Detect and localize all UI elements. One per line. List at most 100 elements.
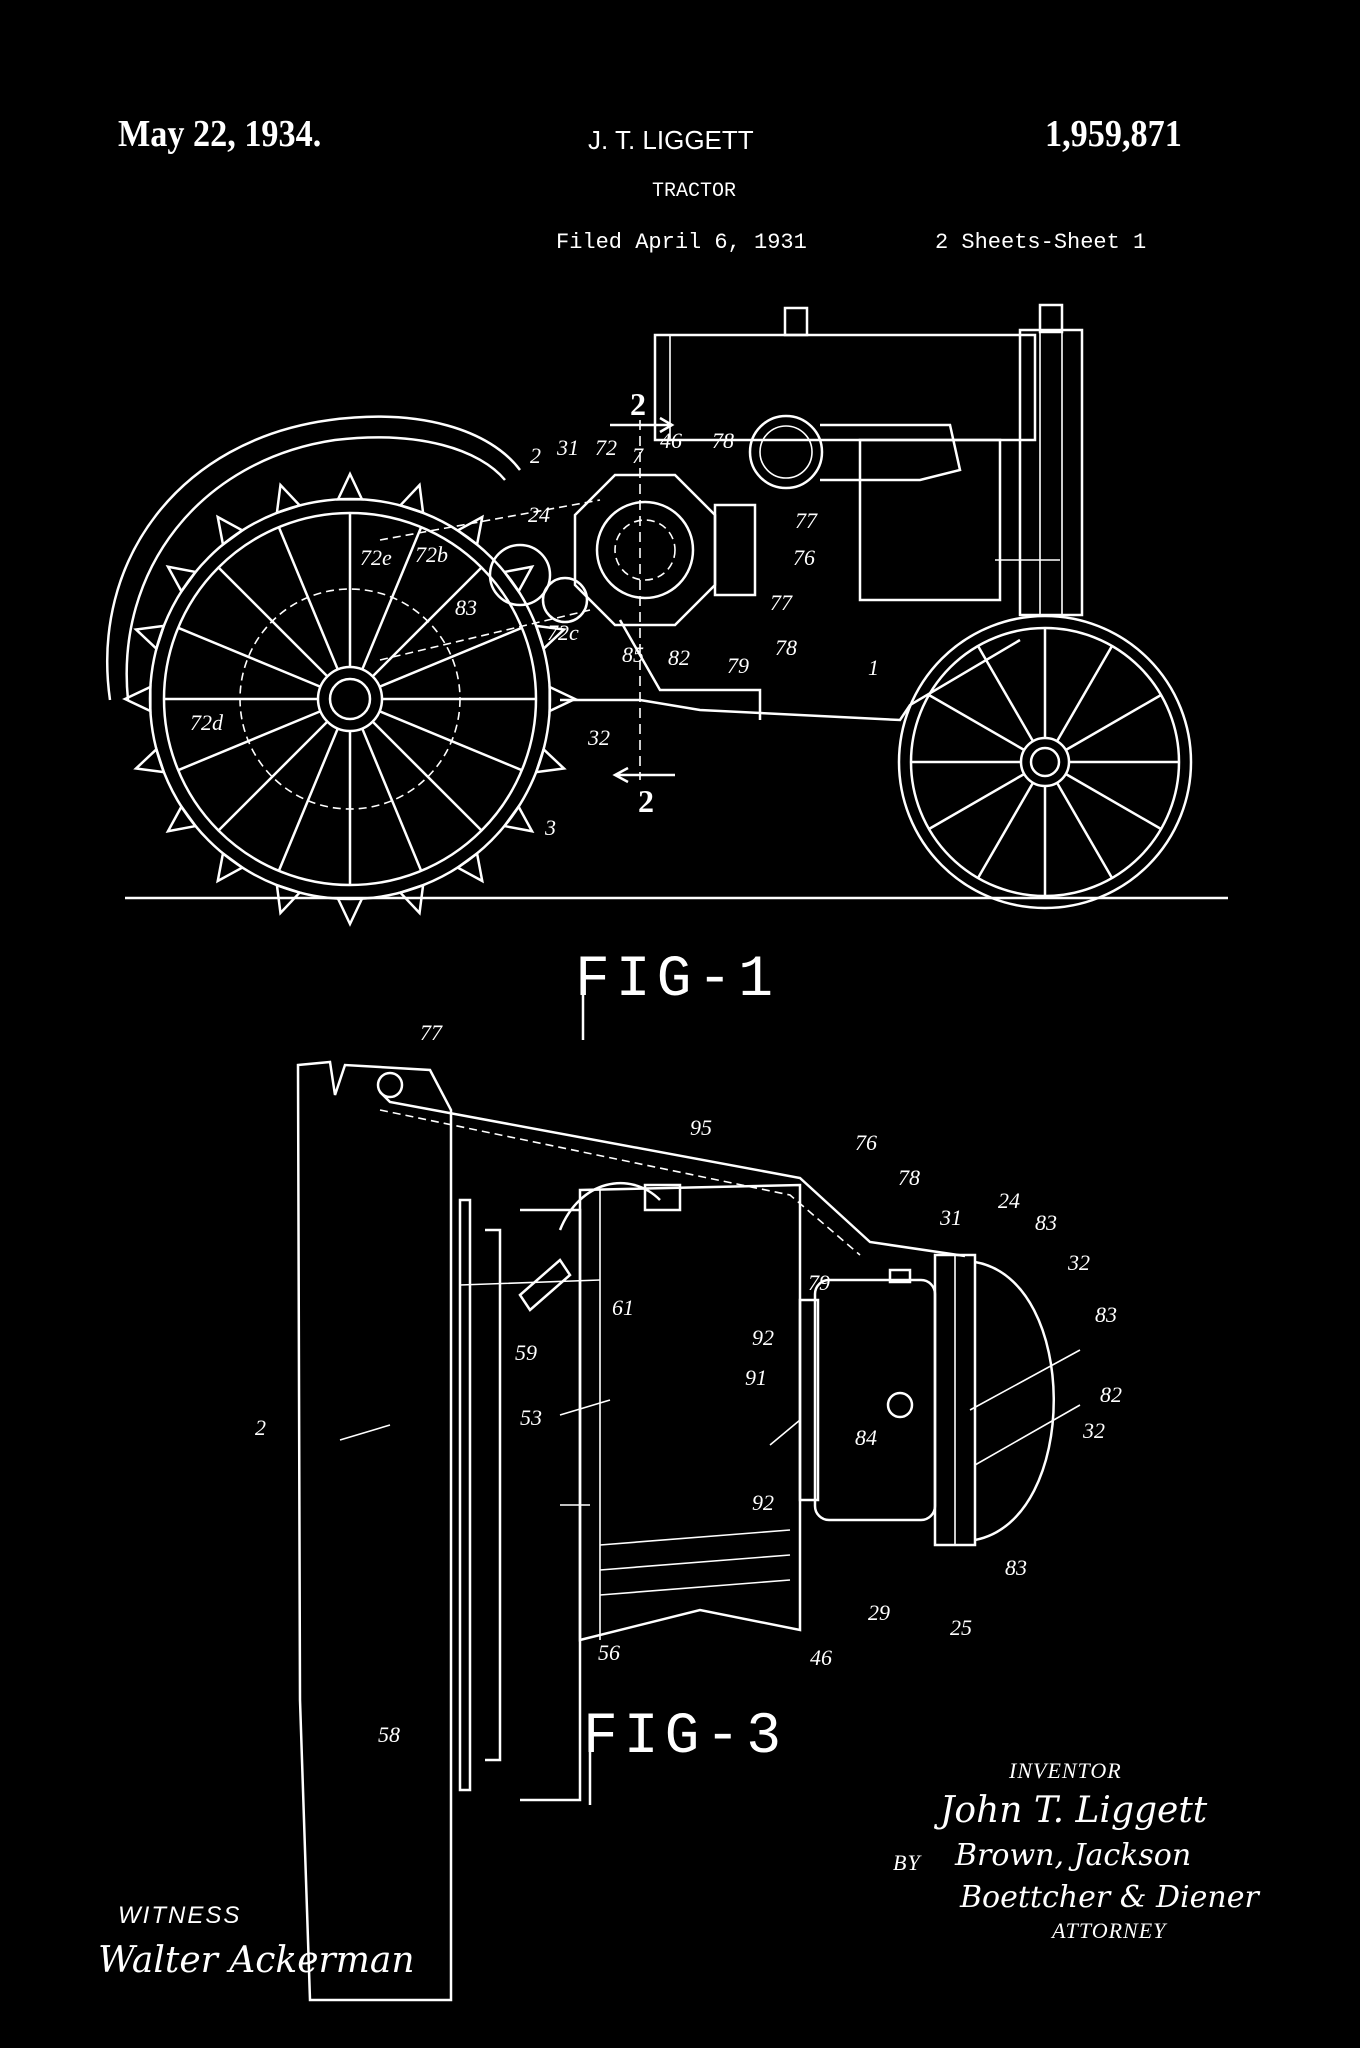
dome-cover <box>974 1260 1055 1542</box>
wheel-lug <box>336 471 364 501</box>
wheel-lug <box>275 482 302 515</box>
ref-numeral: 59 <box>515 1340 537 1365</box>
fig1-reference-numerals: 2 31 72 7 46 78 24 77 76 77 78 72e 72b 8… <box>190 428 879 840</box>
rear-fender <box>105 415 521 701</box>
ref-numeral: 77 <box>420 1020 443 1045</box>
ref-numeral: 76 <box>793 545 815 570</box>
fig1-tractor: 2 2 2 31 72 7 46 78 24 77 76 77 78 72e 7… <box>105 303 1228 1040</box>
wheel-spoke <box>1065 693 1162 752</box>
wheel-lug <box>455 851 484 884</box>
wheel-spoke <box>277 728 339 872</box>
clutch-housing <box>813 1278 937 1522</box>
wheel-lug <box>534 747 567 774</box>
wheel-spoke <box>371 720 483 832</box>
rear-wheel <box>122 471 578 927</box>
ref-numeral: 83 <box>455 595 477 620</box>
ref-numeral: 56 <box>598 1640 620 1665</box>
ref-numeral: 92 <box>752 1325 774 1350</box>
ref-numeral: 32 <box>1082 1418 1105 1443</box>
wheel-spoke <box>217 720 329 832</box>
inventor-label: INVENTOR <box>1009 1758 1122 1783</box>
attorney-signature-2: Boettcher & Diener <box>960 1880 1259 1915</box>
fig3-reference-numerals: 77 95 76 78 31 24 83 32 79 61 92 59 83 9… <box>255 1020 1122 1747</box>
wheel-lug <box>502 804 535 833</box>
ref-numeral: 32 <box>587 725 610 750</box>
ref-numeral: 77 <box>795 508 818 533</box>
transmission-case <box>296 1060 453 2002</box>
ref-numeral: 83 <box>1005 1555 1027 1580</box>
ref-numeral: 72c <box>547 620 579 645</box>
ref-numeral: 83 <box>1035 1210 1057 1235</box>
wheel-spoke <box>361 728 423 872</box>
ref-numeral: 46 <box>810 1645 832 1670</box>
attorney-label: ATTORNEY <box>1052 1918 1167 1943</box>
brake-drum <box>578 1183 802 1642</box>
patent-date: May 22, 1934. <box>118 113 322 155</box>
front-wheel <box>897 614 1193 910</box>
wheel-lug <box>216 514 245 547</box>
ref-numeral: 72e <box>360 545 392 570</box>
wheel-lug <box>398 883 425 916</box>
air-cleaner <box>748 414 824 490</box>
wheel-spoke <box>177 710 321 772</box>
wheel-lug <box>398 482 425 515</box>
ref-numeral: 83 <box>1095 1302 1117 1327</box>
attorney-signature-1: Brown, Jackson <box>955 1838 1192 1873</box>
wheel-spoke <box>928 693 1025 752</box>
wheel-spoke <box>1065 772 1162 831</box>
ref-numeral: 82 <box>1100 1382 1122 1407</box>
radiator <box>1018 328 1084 617</box>
ref-numeral: 46 <box>660 428 682 453</box>
wheel-spoke <box>361 526 423 670</box>
ref-numeral: 85 <box>622 642 644 667</box>
wheel-lug <box>216 851 245 884</box>
ref-numeral: 25 <box>950 1615 972 1640</box>
support-bracket <box>379 1091 966 1258</box>
section-mark-bottom: 2 <box>638 783 654 819</box>
frame <box>560 638 1021 722</box>
ref-numeral: 31 <box>939 1205 962 1230</box>
witness-signature: Walter Ackerman <box>98 1940 415 1981</box>
ref-numeral: 78 <box>712 428 734 453</box>
wheel-lug <box>548 685 578 713</box>
wheel-spoke <box>371 566 483 678</box>
wheel-lug <box>165 565 198 594</box>
wheel-lug <box>122 685 152 713</box>
witness-label: WITNESS <box>118 1902 242 1929</box>
wheel-spoke <box>177 626 321 688</box>
engine-block <box>858 438 1002 602</box>
ref-numeral: 78 <box>775 635 797 660</box>
wheel-spoke <box>1055 645 1114 742</box>
lever <box>518 1258 572 1312</box>
rear-fender-inner <box>125 436 506 701</box>
ref-numeral: 82 <box>668 645 690 670</box>
ref-numeral: 84 <box>855 1425 877 1450</box>
ref-numeral: 3 <box>544 815 556 840</box>
fig3-section: 77 95 76 78 31 24 83 32 79 61 92 59 83 9… <box>255 1020 1122 2002</box>
inventor-name: J. T. LIGGETT <box>588 125 754 155</box>
filler-cap <box>783 306 809 337</box>
wheel-lug <box>455 514 484 547</box>
patent-number: 1,959,871 <box>1045 113 1182 155</box>
wheel-lug <box>336 897 364 927</box>
ref-numeral: 95 <box>690 1115 712 1140</box>
ref-numeral: 58 <box>378 1722 400 1747</box>
wheel-spoke <box>379 626 523 688</box>
filed-date: Filed April 6, 1931 <box>556 230 807 255</box>
wheel-lug <box>502 565 535 594</box>
wheel-spoke <box>928 772 1025 831</box>
ref-numeral: 2 <box>530 443 541 468</box>
section-mark-top: 2 <box>630 386 646 422</box>
inventor-signature: John T. Liggett <box>940 1790 1208 1831</box>
wheel-spoke <box>976 645 1035 742</box>
fig1-label: FIG-1 <box>575 948 779 1013</box>
ref-numeral: 91 <box>745 1365 767 1390</box>
ref-numeral: 24 <box>998 1188 1020 1213</box>
wheel-lug <box>534 624 567 651</box>
ref-numeral: 2 <box>255 1415 266 1440</box>
ref-numeral: 31 <box>556 435 579 460</box>
wheel-spoke <box>217 566 329 678</box>
wheel-lug <box>133 624 166 651</box>
sheet-count: 2 Sheets-Sheet 1 <box>935 230 1147 255</box>
